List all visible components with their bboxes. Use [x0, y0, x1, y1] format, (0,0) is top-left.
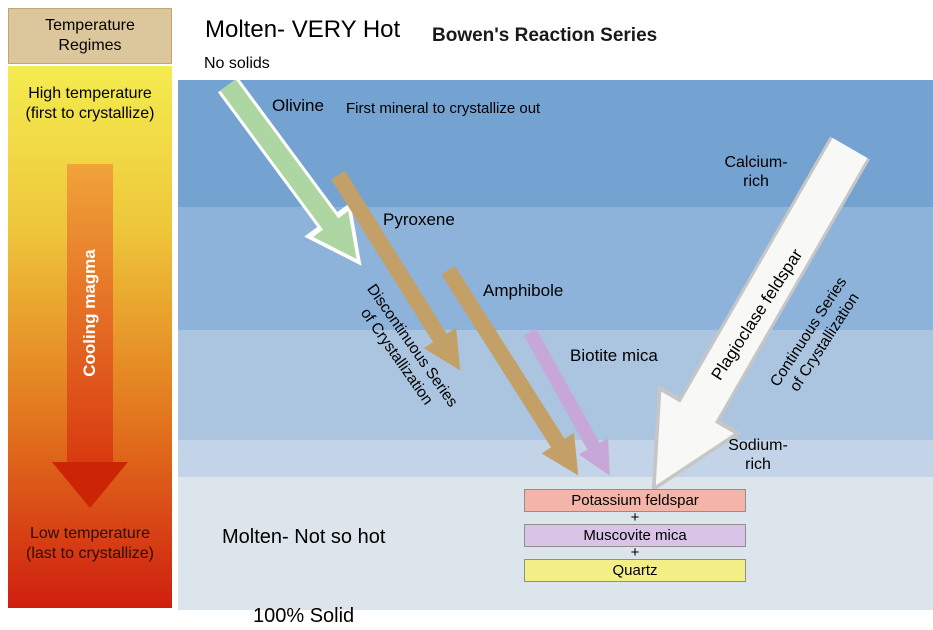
molten-not-so-hot-label: Molten- Not so hot	[222, 526, 386, 548]
plus-sign: +	[630, 544, 640, 561]
molten-very-hot-label: Molten- VERY Hot	[205, 16, 401, 43]
temperature-regimes-label: Temperature Regimes	[45, 17, 135, 54]
muscovite-mica-box: Muscovite mica	[524, 524, 746, 547]
quartz-box: Quartz	[524, 559, 746, 582]
cooling-magma-arrow: Cooling magma	[67, 164, 113, 462]
cooling-magma-label: Cooling magma	[80, 249, 100, 377]
cooling-magma-arrowhead-icon	[52, 462, 128, 508]
olivine-note-label: First mineral to crystallize out	[346, 100, 541, 117]
temperature-gradient-column: High temperature (first to crystallize) …	[8, 66, 172, 608]
solid-100-label: 100% Solid	[253, 605, 355, 627]
band-cool	[178, 440, 933, 477]
low-temperature-label: Low temperature (last to crystallize)	[25, 525, 155, 562]
sodium-rich-label: Sodium-rich	[728, 437, 788, 474]
pyroxene-label: Pyroxene	[383, 210, 455, 229]
calcium-rich-label: Calcium-rich	[724, 154, 788, 191]
figure-title: Bowen's Reaction Series	[432, 25, 658, 46]
biotite-mica-label: Biotite mica	[570, 346, 658, 365]
no-solids-label: No solids	[204, 55, 270, 72]
temperature-regimes-header: Temperature Regimes	[8, 8, 172, 64]
high-temperature-label: High temperature (first to crystallize)	[25, 85, 155, 122]
amphibole-label: Amphibole	[483, 281, 564, 300]
melt-bands-area: Olivine First mineral to crystallize out…	[178, 80, 933, 610]
plus-sign: +	[630, 509, 640, 526]
potassium-feldspar-box: Potassium feldspar	[524, 489, 746, 512]
final-minerals-stack: Potassium feldspar + Muscovite mica + Qu…	[524, 489, 746, 582]
olivine-label: Olivine	[272, 96, 324, 115]
